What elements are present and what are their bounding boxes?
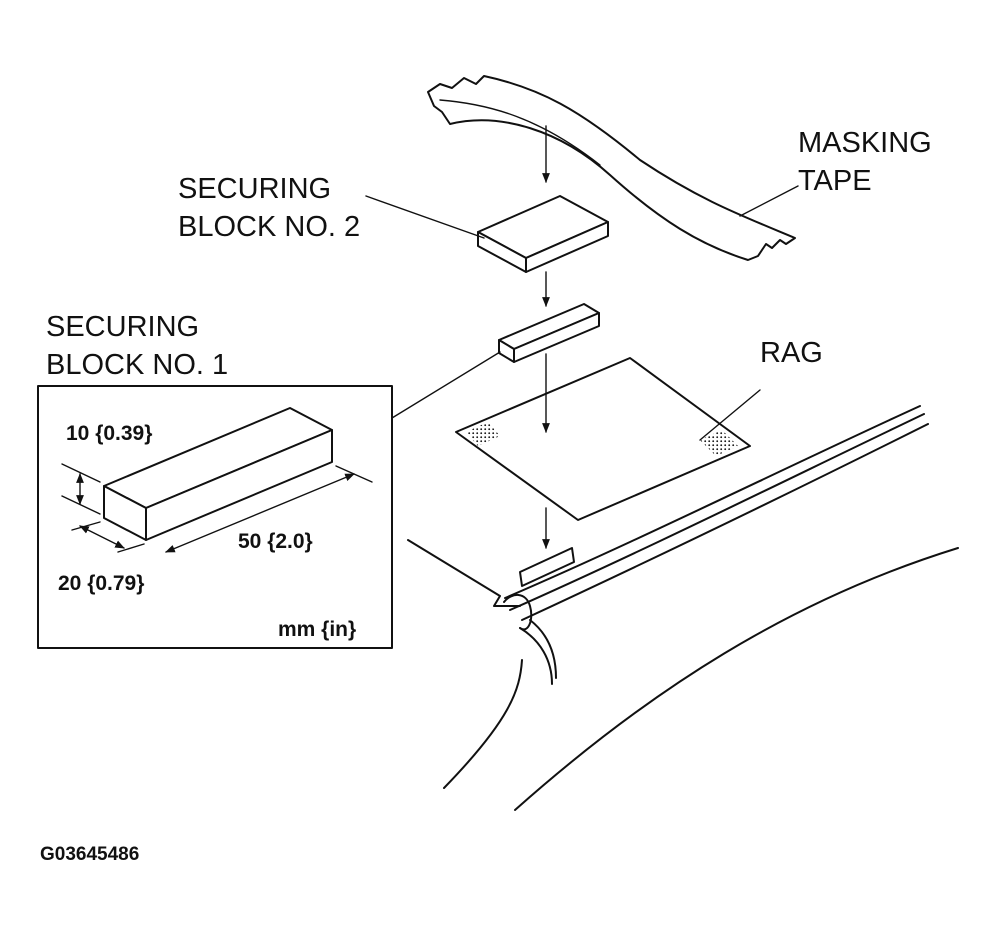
figure-code: G03645486 bbox=[40, 844, 139, 865]
block1-label-line1: SECURING bbox=[46, 311, 199, 343]
dimension-height: 10 {0.39} bbox=[66, 422, 152, 445]
securing-block-2 bbox=[477, 195, 609, 273]
masking-tape bbox=[427, 75, 796, 261]
dimension-width: 20 {0.79} bbox=[58, 572, 144, 595]
masking-tape-label-line1: MASKING bbox=[798, 127, 932, 159]
block2-label-line2: BLOCK NO. 2 bbox=[178, 211, 360, 243]
vehicle-body-panel bbox=[407, 405, 959, 811]
block1-label-line2: BLOCK NO. 1 bbox=[46, 349, 228, 381]
detail-inset: 10 {0.39} 20 {0.79} 50 {2.0} mm {in} bbox=[37, 385, 393, 649]
securing-block-1 bbox=[498, 303, 600, 363]
dimension-length: 50 {2.0} bbox=[238, 530, 313, 553]
masking-tape-label-line2: TAPE bbox=[798, 165, 872, 197]
rag bbox=[455, 357, 751, 521]
block2-label-line1: SECURING bbox=[178, 173, 331, 205]
leader-lines bbox=[365, 185, 799, 441]
dimension-unit: mm {in} bbox=[278, 618, 356, 641]
dimension-lines bbox=[61, 463, 373, 553]
rag-label: RAG bbox=[760, 337, 823, 369]
